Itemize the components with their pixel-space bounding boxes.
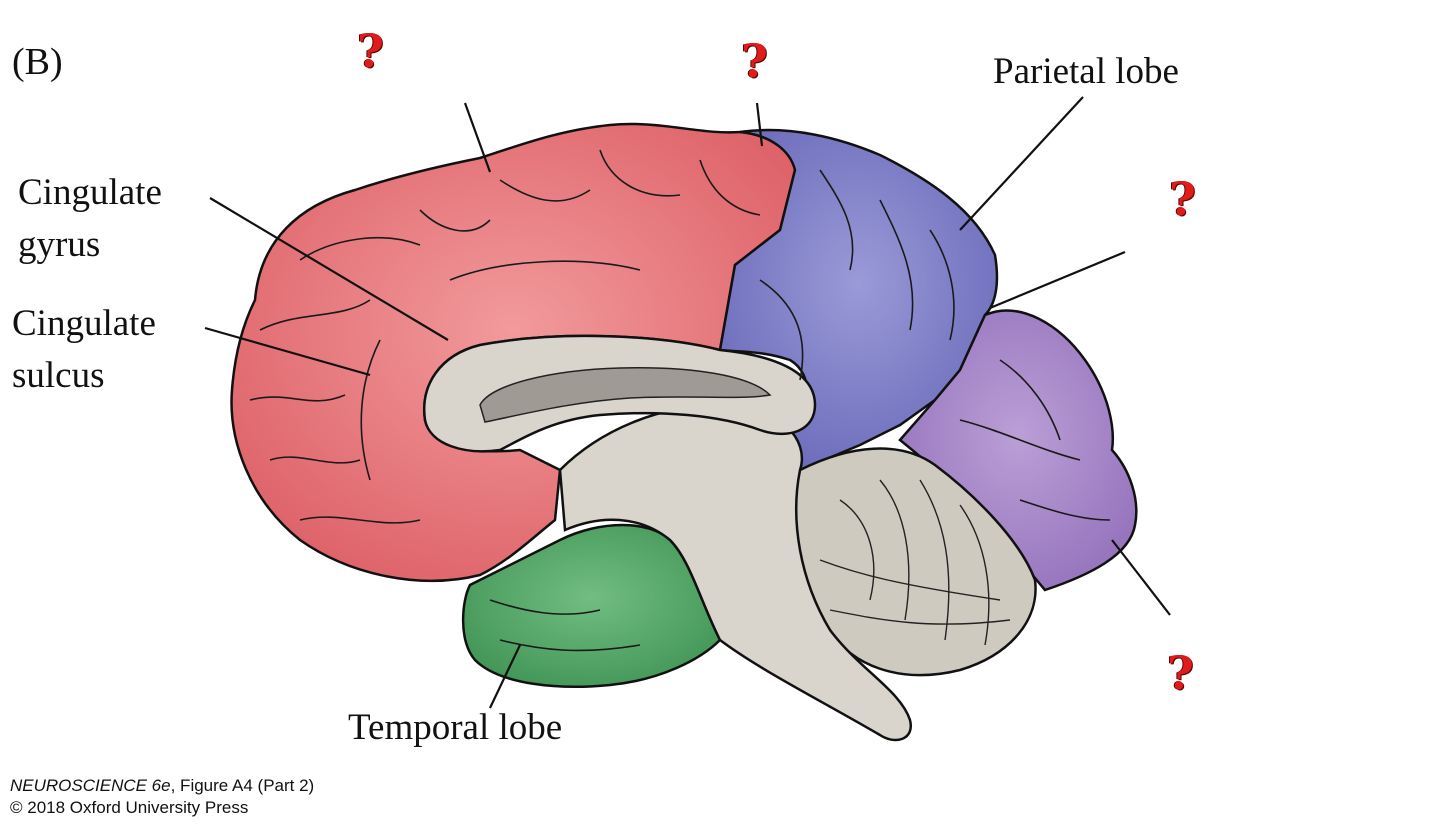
cingulate-sulcus-label-line1: Cingulate xyxy=(12,303,156,344)
cerebellum-folia xyxy=(819,479,1011,646)
temporal-lobe-label: Temporal lobe xyxy=(348,707,563,748)
caption-figure-number: , Figure A4 (Part 2) xyxy=(170,776,315,795)
gyri-lines xyxy=(249,149,1111,652)
cingulate-sulcus-label-line2: sulcus xyxy=(12,355,105,396)
leader-lines xyxy=(204,96,1171,709)
figure-caption: NEUROSCIENCE 6e, Figure A4 (Part 2) © 20… xyxy=(10,775,314,819)
parietal-lobe-label: Parietal lobe xyxy=(993,51,1179,92)
unknown-label-paracentral: ? xyxy=(741,34,768,88)
cingulate-gyrus-label-line2: gyrus xyxy=(18,224,101,265)
cingulate-gyrus-label-line1: Cingulate xyxy=(18,172,162,213)
panel-letter: (B) xyxy=(12,41,63,83)
caption-book-title: NEUROSCIENCE 6e xyxy=(10,776,171,795)
lateral-ventricle xyxy=(479,366,772,423)
unknown-label-parieto-occipital: ? xyxy=(1169,172,1196,226)
caption-copyright: © 2018 Oxford University Press xyxy=(10,798,249,817)
unknown-label-frontal: ? xyxy=(357,24,384,78)
caption-line1: NEUROSCIENCE 6e, Figure A4 (Part 2) xyxy=(10,775,314,797)
unknown-label-occipital: ? xyxy=(1167,646,1194,700)
